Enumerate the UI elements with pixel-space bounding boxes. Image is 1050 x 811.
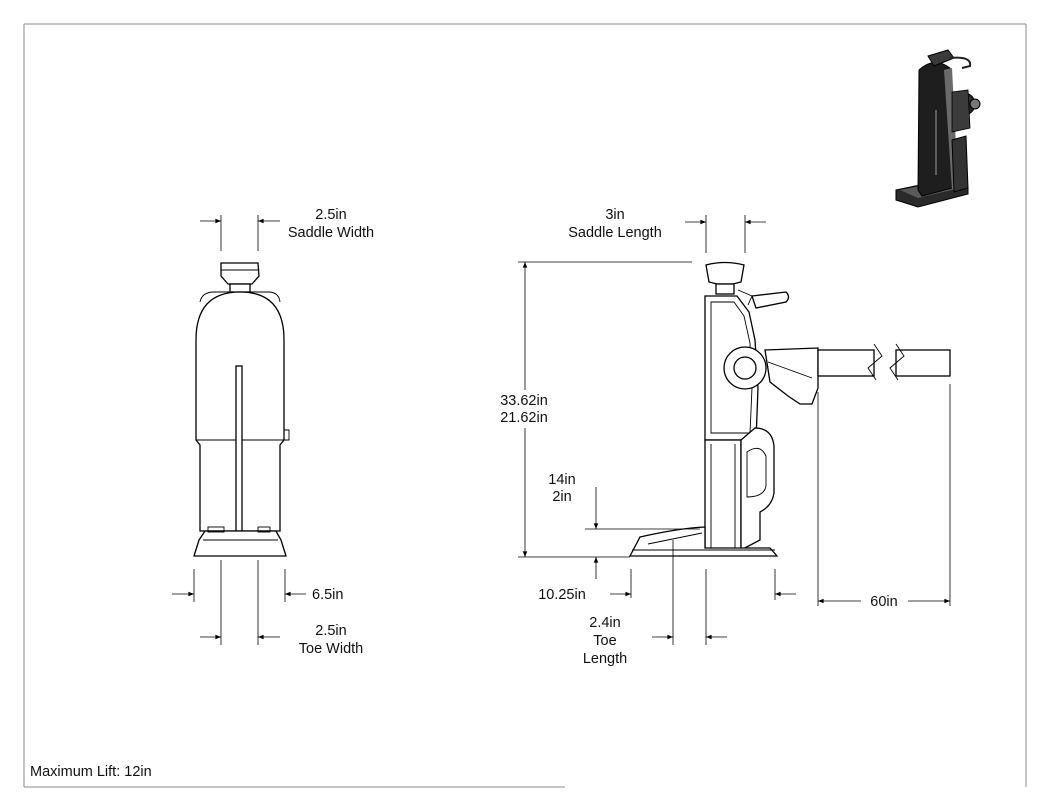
saddle-width-label: Saddle Width (288, 225, 374, 241)
toe-height-min: 2in (552, 489, 571, 505)
toe-length-label-line1: Toe (593, 633, 616, 649)
front-view-jack (193, 262, 290, 557)
toe-length-label-line2: Length (583, 651, 627, 667)
dim-toe-height: 14in 2in (548, 472, 700, 579)
max-lift-note: Maximum Lift: 12in (30, 764, 152, 780)
dim-base-width: 6.5in (172, 569, 343, 603)
base-width-value: 6.5in (312, 587, 343, 603)
handle-length-value: 60in (870, 594, 897, 610)
saddle-length-value: 3in (605, 207, 624, 223)
toe-height-max: 14in (548, 472, 575, 488)
dim-saddle-width: 2.5in Saddle Width (200, 207, 374, 251)
saddle-length-label: Saddle Length (568, 225, 662, 241)
base-length-value: 10.25in (538, 587, 586, 603)
saddle-width-value: 2.5in (315, 207, 346, 223)
overall-height-min: 21.62in (500, 410, 548, 426)
overall-height-max: 33.62in (500, 393, 548, 409)
dim-toe-length: 2.4in Toe Length (583, 540, 727, 667)
toe-width-value: 2.5in (315, 623, 346, 639)
dim-overall-height: 33.62in 21.62in (500, 261, 692, 558)
dim-base-length: 10.25in (538, 569, 796, 603)
side-view-jack (628, 261, 951, 557)
dim-toe-width: 2.5in Toe Width (200, 560, 363, 657)
toe-width-label: Toe Width (299, 641, 363, 657)
sheet-frame (23, 23, 1027, 788)
isometric-jack-thumbnail (895, 49, 981, 208)
dim-handle-length: 60in (817, 384, 951, 610)
toe-length-value: 2.4in (589, 615, 620, 631)
dim-saddle-length: 3in Saddle Length (568, 207, 766, 253)
